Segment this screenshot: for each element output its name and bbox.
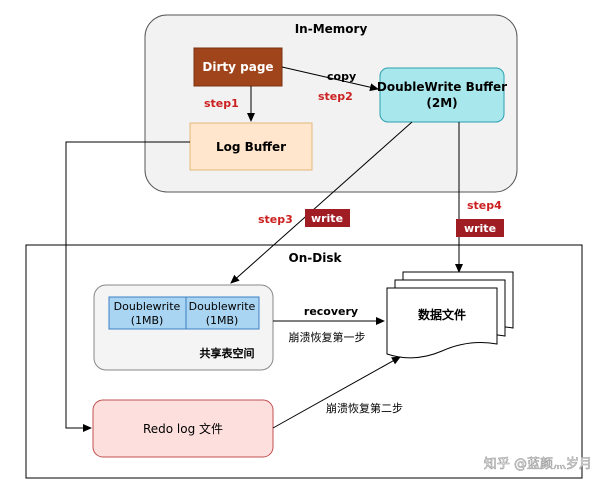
write-label-left: write: [311, 212, 343, 225]
crash-recovery-step2-label: 崩溃恢复第二步: [326, 401, 403, 415]
write-badge-left: [305, 209, 350, 227]
dirty-page-node: [193, 47, 283, 87]
doublewrite-cell-2: [185, 296, 260, 330]
in-memory-title: In-Memory: [295, 22, 368, 36]
doublewrite-cell-1: [108, 296, 187, 330]
log-buffer-node: [189, 122, 313, 171]
data-files-label: 数据文件: [418, 307, 466, 322]
doublewrite-cell-2-line1: Doublewrite: [189, 300, 256, 313]
recovery-label: recovery: [304, 305, 358, 318]
write-badge-right: [456, 219, 504, 237]
redo-log-file-node: [92, 399, 274, 458]
step2-label: step2: [318, 90, 353, 103]
doublewrite-buffer-label-line1: DoubleWrite Buffer: [377, 80, 507, 94]
redo-log-file-label: Redo log 文件: [143, 421, 223, 436]
write-label-right: write: [464, 222, 496, 235]
crash-recovery-step1-label: 崩溃恢复第一步: [289, 330, 366, 344]
dirty-page-label: Dirty page: [202, 60, 273, 74]
log-buffer-label: Log Buffer: [216, 140, 286, 154]
step3-label: step3: [258, 213, 293, 226]
step4-label: step4: [467, 199, 502, 212]
redo-to-data-arrow: [272, 356, 401, 429]
log-buffer-to-redo-arrow: [65, 141, 190, 432]
doublewrite-cell-1-line1: Doublewrite: [114, 300, 181, 313]
copy-label: copy: [327, 70, 356, 83]
data-file-page-front: [386, 287, 498, 359]
shared-tablespace-label: 共享表空间: [200, 346, 255, 360]
on-disk-title: On-Disk: [289, 251, 343, 265]
watermark: 知乎 @蓝颜灬岁月: [484, 456, 592, 472]
copy-arrow: [281, 66, 379, 92]
doublewrite-cell-1-line2: (1MB): [131, 314, 164, 327]
on-disk-container: [25, 244, 583, 479]
doublewrite-buffer-label-line2: (2M): [426, 96, 457, 110]
step3-arrow: [230, 121, 413, 284]
doublewrite-buffer-node: [379, 67, 505, 123]
step1-label: step1: [204, 97, 239, 110]
doublewrite-cell-2-line2: (1MB): [206, 314, 239, 327]
